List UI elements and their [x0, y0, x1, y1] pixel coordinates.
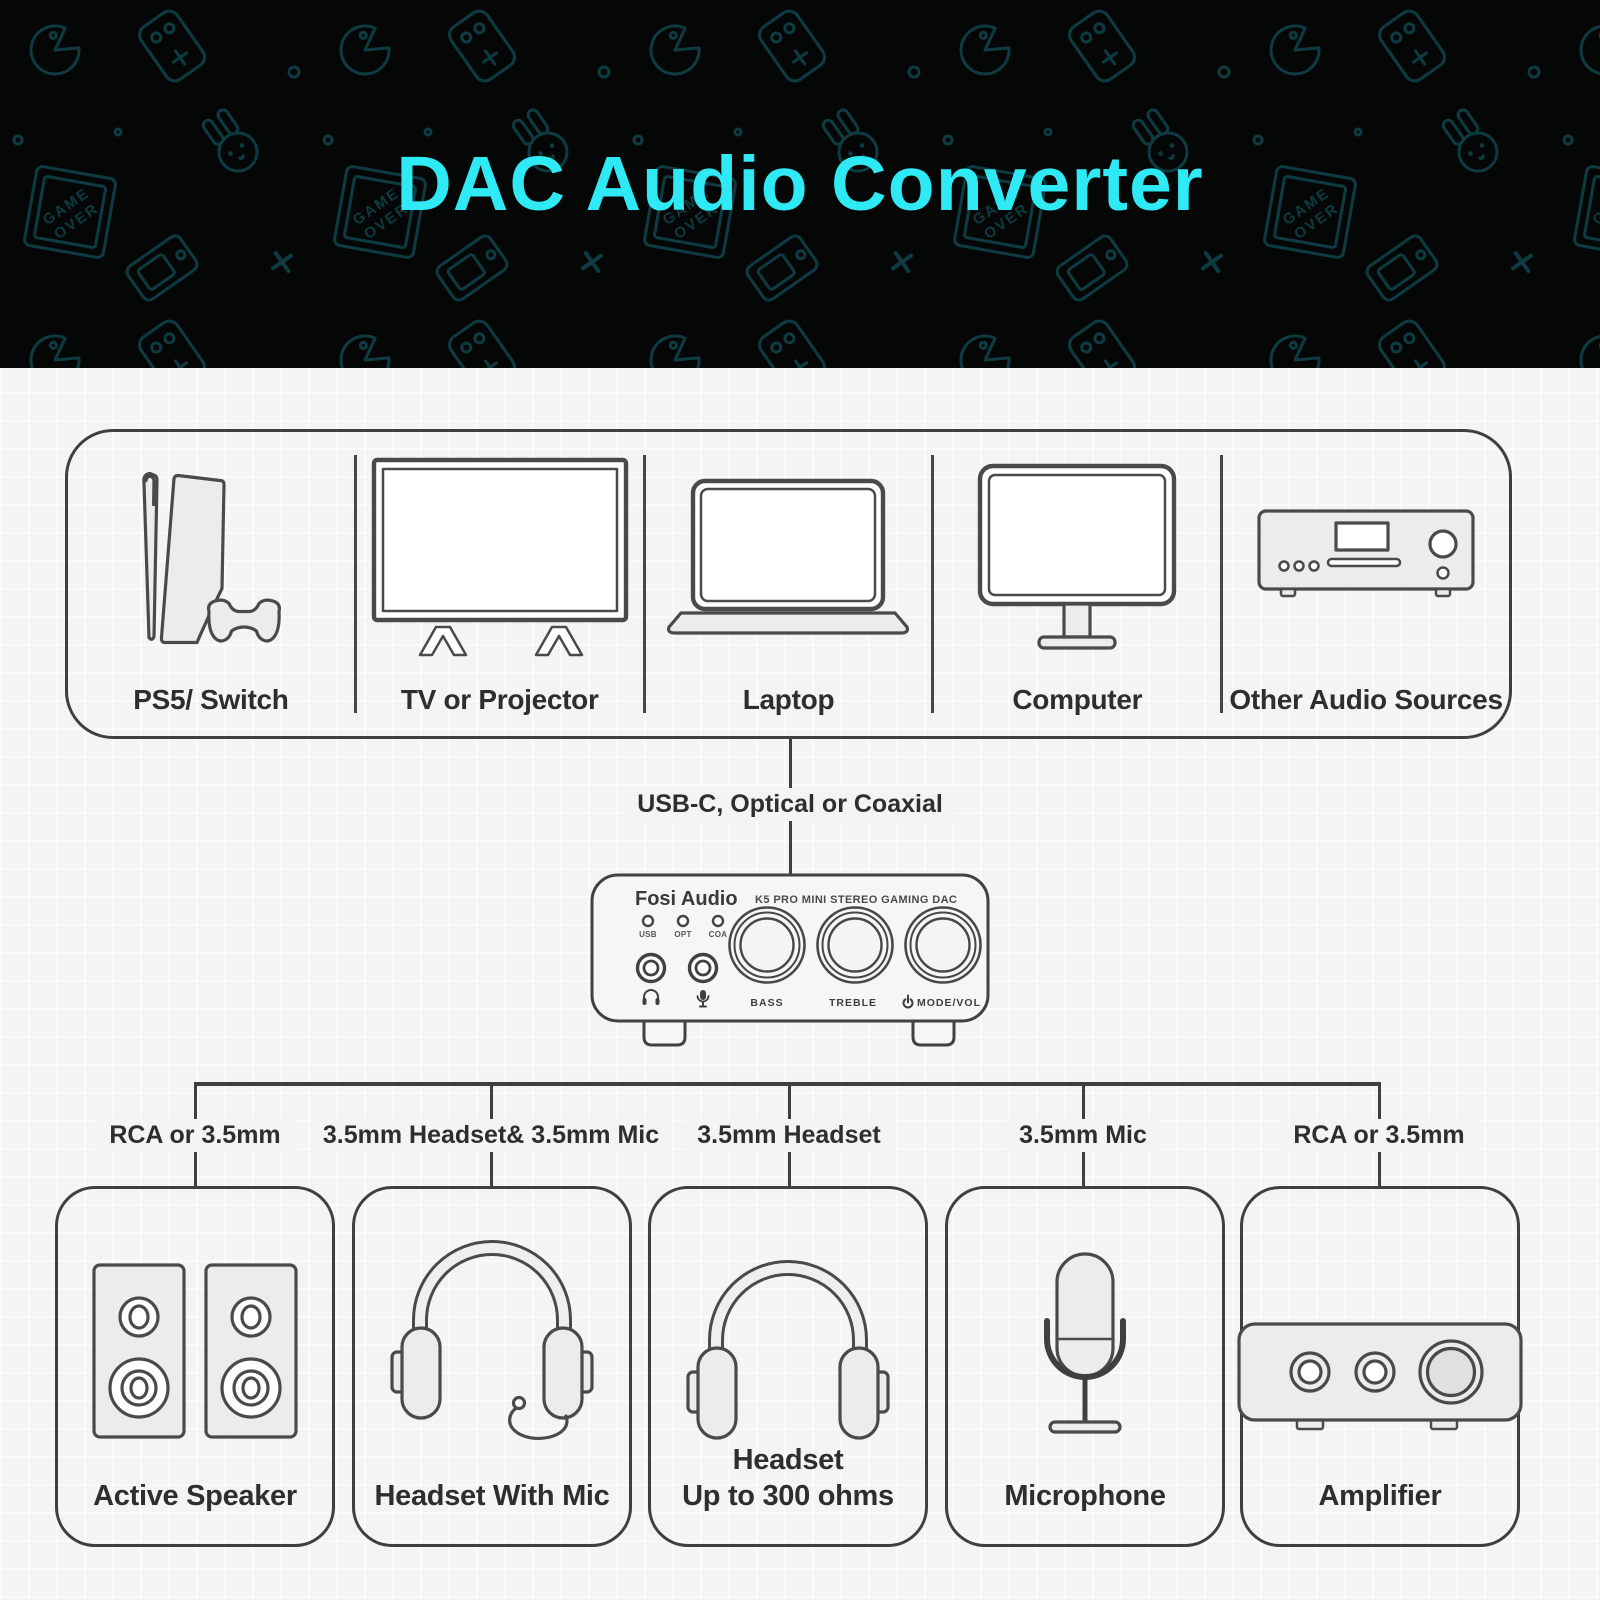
treble-knob [816, 906, 894, 984]
divider [931, 455, 935, 713]
headset-icon [678, 1217, 898, 1442]
usb-led-label: USB [639, 930, 657, 939]
device-foot [642, 1019, 687, 1047]
sources-box: PS5/ Switch TV or Projector [65, 429, 1512, 739]
mode-vol-knob [904, 906, 982, 984]
device-model: K5 PRO MINI STEREO GAMING DAC [755, 894, 957, 906]
source-ps5-switch: PS5/ Switch [68, 432, 354, 736]
source-label: Computer [1012, 684, 1143, 715]
output-box-microphone: Microphone [945, 1186, 1225, 1547]
mic-icon [696, 990, 710, 1008]
divider [642, 455, 646, 713]
divider [1220, 455, 1224, 713]
tv-icon [357, 432, 643, 684]
source-label: Other Audio Sources [1229, 684, 1503, 715]
page-title: DAC Audio Converter [396, 140, 1204, 227]
coaxial-led [711, 914, 725, 928]
output-label: Amplifier [1318, 1480, 1442, 1512]
headset-mic-icon [382, 1217, 602, 1442]
divider [353, 455, 357, 713]
output-label: Headset With Mic [374, 1480, 610, 1512]
microphone-jack-inner [694, 959, 712, 977]
laptop-icon [646, 432, 932, 684]
optical-led-label: OPT [674, 930, 691, 939]
desktop-monitor-icon [934, 432, 1220, 684]
speakers-icon [89, 1217, 301, 1442]
output-label-line1: Headset [732, 1444, 844, 1476]
output-label: Microphone [1004, 1480, 1166, 1512]
output-connection-label: 3.5mm Headset [685, 1119, 893, 1152]
source-label: Laptop [742, 684, 835, 715]
output-box-headset: Headset Up to 300 ohms [648, 1186, 928, 1547]
output-label-line2: Up to 300 ohms [682, 1480, 894, 1512]
source-label: TV or Projector [400, 684, 599, 715]
power-icon [902, 994, 914, 1009]
coaxial-led-label: COA [709, 930, 728, 939]
output-label: Active Speaker [93, 1480, 297, 1512]
output-connection-label: 3.5mm Headset& 3.5mm Mic [310, 1119, 672, 1152]
bass-knob-label: BASS [750, 997, 783, 1009]
output-connection-label: 3.5mm Mic [1007, 1119, 1159, 1152]
output-label: Headset Up to 300 ohms [682, 1442, 894, 1514]
device-foot [911, 1019, 956, 1047]
mode-vol-knob-label: MODE/VOL [917, 997, 981, 1009]
output-box-amplifier: Amplifier [1237, 1186, 1523, 1547]
dac-device: Fosi Audio K5 PRO MINI STEREO GAMING DAC… [590, 873, 990, 1047]
bass-knob [728, 906, 806, 984]
gaming-doodle-pattern: GAME OVER [0, 0, 1600, 368]
source-computer: Computer [934, 432, 1220, 736]
amplifier-icon [1235, 1217, 1525, 1442]
headphone-icon [642, 989, 660, 1005]
output-box-headset-mic: Headset With Mic [352, 1186, 632, 1547]
microphone-icon [1005, 1217, 1165, 1442]
audio-receiver-icon [1223, 432, 1509, 684]
source-tv: TV or Projector [357, 432, 643, 736]
input-connection-label: USB-C, Optical or Coaxial [625, 788, 955, 821]
output-connection-label: RCA or 3.5mm [1281, 1119, 1477, 1152]
usb-led [641, 914, 655, 928]
treble-knob-label: TREBLE [829, 997, 877, 1009]
output-box-active-speaker: Active Speaker [55, 1186, 335, 1547]
ps5-console-icon [68, 432, 354, 684]
source-other-audio: Other Audio Sources [1223, 432, 1509, 736]
optical-led [676, 914, 690, 928]
header-banner: GAME OVER [0, 0, 1600, 368]
source-laptop: Laptop [646, 432, 932, 736]
output-connection-label: RCA or 3.5mm [97, 1119, 293, 1152]
headphone-jack-inner [642, 959, 660, 977]
device-brand: Fosi Audio [635, 888, 738, 910]
source-label: PS5/ Switch [133, 684, 289, 715]
